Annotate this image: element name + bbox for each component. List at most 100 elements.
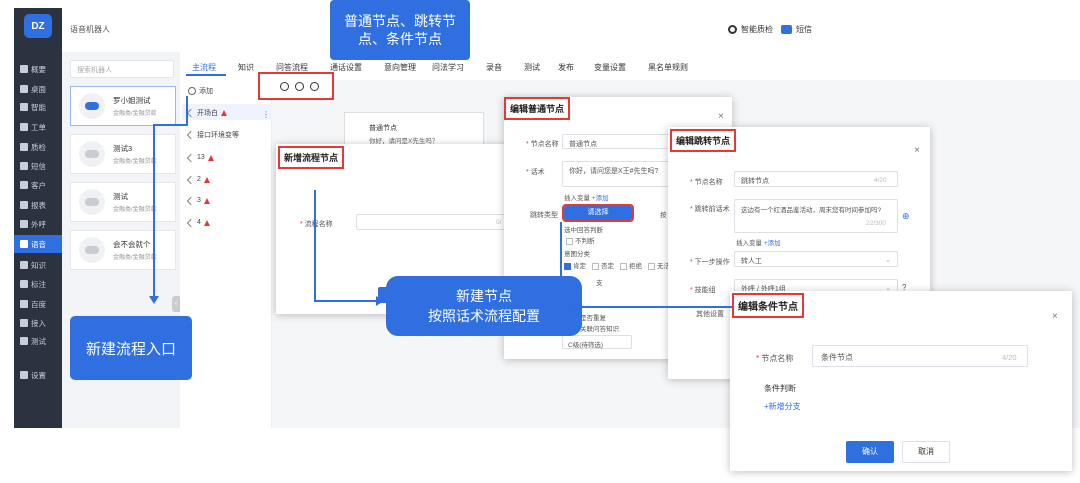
tabs-bar xyxy=(180,52,1080,74)
jump-name-input[interactable]: 跳转节点 xyxy=(734,171,898,187)
level-tag[interactable]: C级(待筛选) xyxy=(562,335,632,349)
tab-1[interactable]: 知识 xyxy=(238,63,254,72)
flow-item[interactable]: 2 xyxy=(186,175,210,184)
next-step-label: * 下一步操作 xyxy=(690,259,730,266)
sidebar-item-6[interactable]: 客户 xyxy=(14,176,62,194)
normal-name-input[interactable]: 普通节点 xyxy=(562,134,674,149)
sidebar-item-15[interactable]: 设置 xyxy=(14,366,62,384)
intent-category-option[interactable]: 否定 xyxy=(592,262,614,270)
sidebar-item-12[interactable]: 百度 xyxy=(14,295,62,313)
chevron-down-icon: ⌄ xyxy=(885,257,891,264)
arrow-head xyxy=(149,296,159,304)
add-flow-button[interactable]: 添加 xyxy=(188,86,213,96)
help-icon[interactable]: ? xyxy=(902,283,907,292)
sidebar-item-3[interactable]: 工单 xyxy=(14,118,62,136)
warning-icon xyxy=(203,197,210,204)
intent-category-option[interactable]: 拒绝 xyxy=(620,262,642,270)
sidebar-item-11[interactable]: 标注 xyxy=(14,275,62,293)
chevron-down-icon: ⌄ xyxy=(885,285,891,292)
jump-script-label: * 跳转前话术 xyxy=(690,206,730,213)
jump-script-input[interactable]: 这边有一个红酒品鉴活动，周末您有时间参加吗? xyxy=(734,199,898,233)
bot-card[interactable]: 罗小姐测试金融类/金融贷款 xyxy=(70,86,176,126)
add-script-icon[interactable]: ⊕ xyxy=(902,211,910,221)
jump-node-icon[interactable] xyxy=(295,81,304,91)
sidebar-item-0[interactable]: 概要 xyxy=(14,60,62,78)
cond-name-label: * 节点名称 xyxy=(756,354,794,363)
sidebar-item-2[interactable]: 智能 xyxy=(14,98,62,116)
canvas-node-title: 普通节点 xyxy=(369,125,397,132)
bot-card[interactable]: 测试金融类/金融贷款 xyxy=(70,182,176,222)
flow-item[interactable]: 开场白 xyxy=(186,108,227,118)
sidebar-item-14[interactable]: 测试 xyxy=(14,332,62,350)
flow-item[interactable]: 13 xyxy=(186,153,214,162)
robot-avatar-icon xyxy=(79,189,105,215)
sidebar-item-13[interactable]: 接入 xyxy=(14,314,62,332)
normal-node-icon[interactable] xyxy=(280,81,289,91)
tab-7[interactable]: 测试 xyxy=(524,63,540,72)
sidebar-item-label: 标注 xyxy=(31,279,46,289)
sidebar-item-7[interactable]: 报表 xyxy=(14,196,62,214)
sms-link[interactable]: 短信 xyxy=(796,25,812,34)
flow-name-input[interactable] xyxy=(356,214,506,230)
jump-type-select-button[interactable]: 请选择 xyxy=(562,204,634,222)
flow-item[interactable]: 接口环境变等 xyxy=(186,130,239,140)
flow-item[interactable]: 3 xyxy=(186,196,210,205)
gear-icon xyxy=(20,371,28,379)
add-circle-icon xyxy=(188,87,196,95)
close-icon[interactable]: × xyxy=(914,145,920,156)
more-dots-icon[interactable]: ⋮ xyxy=(262,110,270,119)
sidebar-item-5[interactable]: 短信 xyxy=(14,157,62,175)
tab-10[interactable]: 黑名单规则 xyxy=(648,63,688,72)
next-step-select[interactable]: 转人工⌄ xyxy=(734,251,898,267)
jump-type-other[interactable]: 按 xyxy=(660,212,667,219)
canvas-node-sub: 你好，请问是X先生吗？ xyxy=(369,138,439,145)
flow-item-label: 13 xyxy=(197,154,205,161)
normal-script-input[interactable]: 你好，请问您是X王#先生吗? xyxy=(562,161,674,187)
share-icon xyxy=(186,175,196,184)
bot-card[interactable]: 会不会就个金融类/金融贷款 xyxy=(70,230,176,270)
access-icon xyxy=(20,319,28,327)
sidebar-item-4[interactable]: 质检 xyxy=(14,138,62,156)
quality-check-icon xyxy=(728,25,737,34)
tab-2[interactable]: 问答流程 xyxy=(276,63,308,72)
tab-5[interactable]: 问法学习 xyxy=(432,63,464,72)
normal-add-var-link[interactable]: +添加 xyxy=(591,195,609,202)
share-icon xyxy=(186,108,196,118)
sidebar-item-label: 智能 xyxy=(31,102,46,112)
quality-check-link[interactable]: 智能质检 xyxy=(741,25,773,34)
tab-0[interactable]: 主流程 xyxy=(192,63,216,72)
sidebar-item-9[interactable]: 语音 xyxy=(14,235,62,253)
sidebar-item-8[interactable]: 外呼 xyxy=(14,215,62,233)
jump-add-var-link[interactable]: +添加 xyxy=(763,240,781,247)
new-flow-entry-callout: 新建流程入口 xyxy=(70,316,192,380)
cond-confirm-button[interactable]: 确认 xyxy=(846,441,894,463)
add-branch-link[interactable]: +新增分支 xyxy=(764,402,801,411)
bot-category: 金融类/金融贷款 xyxy=(113,255,157,261)
sidebar-item-1[interactable]: 桌面 xyxy=(14,80,62,98)
tab-8[interactable]: 发布 xyxy=(558,63,574,72)
tab-9[interactable]: 变量设置 xyxy=(594,63,626,72)
intent-no-judge-option[interactable]: 不判断 xyxy=(566,235,595,245)
flow-item[interactable]: 4 xyxy=(186,218,210,227)
close-icon[interactable]: × xyxy=(1052,311,1058,322)
cond-name-input[interactable]: 条件节点 xyxy=(812,345,1028,367)
sidebar-item-label: 报表 xyxy=(31,200,46,210)
new-node-callout: 新建节点 按照话术流程配置 xyxy=(386,276,582,336)
tab-6[interactable]: 录音 xyxy=(486,63,502,72)
tab-4[interactable]: 意向管理 xyxy=(384,63,416,72)
collapse-handle[interactable]: ‹ xyxy=(172,296,180,312)
cond-cancel-button[interactable]: 取消 xyxy=(902,441,950,463)
canvas-node-card[interactable]: 普通节点 你好，请问是X先生吗？ xyxy=(344,112,484,146)
flow-item-label: 3 xyxy=(197,197,201,204)
bot-search-input[interactable]: 搜索机器人 xyxy=(70,60,174,78)
bot-name: 罗小姐测试 xyxy=(113,96,151,105)
jump-node-dialog-title: 编辑跳转节点 xyxy=(670,129,737,152)
branch-tail: 支 xyxy=(596,280,603,287)
condition-node-icon[interactable] xyxy=(310,81,319,91)
tab-3[interactable]: 通话设置 xyxy=(330,63,362,72)
sidebar-item-10[interactable]: 知识 xyxy=(14,256,62,274)
close-icon[interactable]: × xyxy=(718,111,724,122)
arrow-segment xyxy=(582,306,732,308)
intent-category-option[interactable]: 肯定 xyxy=(564,262,586,270)
